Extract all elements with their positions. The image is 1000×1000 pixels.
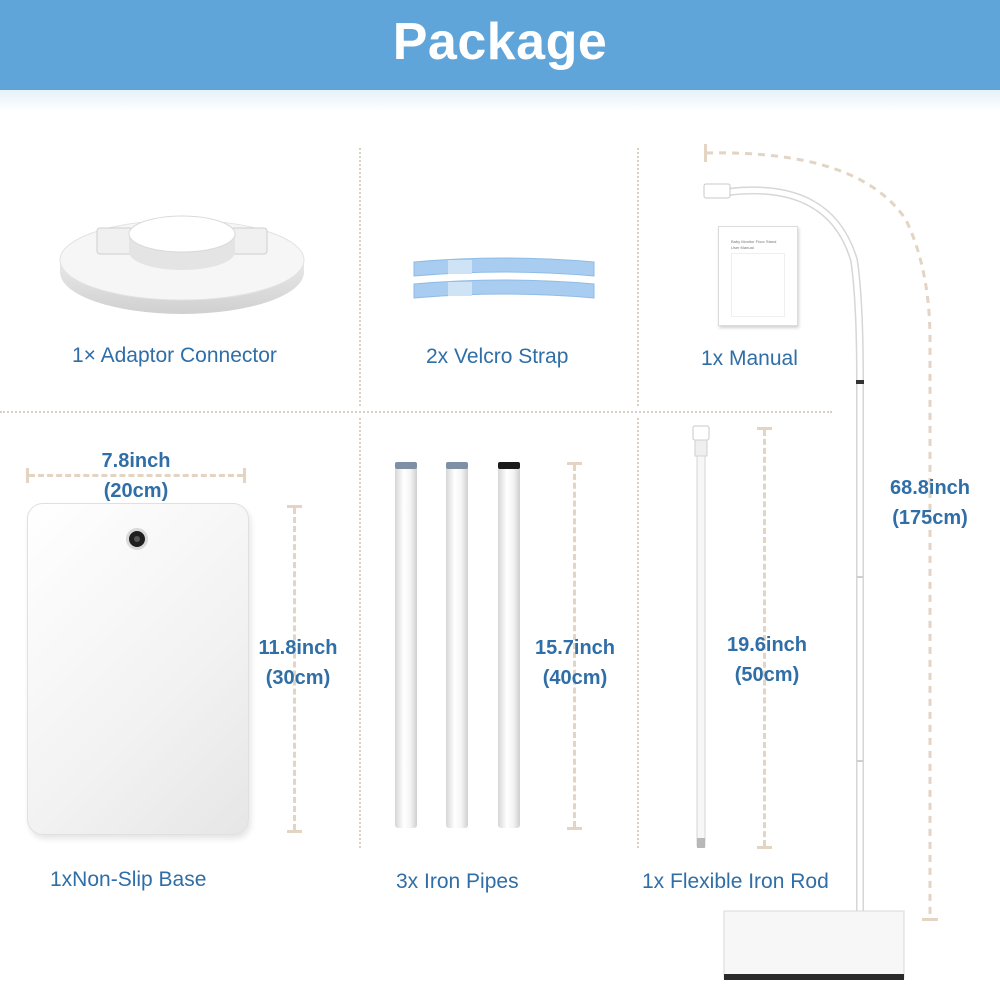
divider-horizontal (0, 411, 832, 413)
header-fade (0, 90, 1000, 112)
stand-height-cm: (175cm) (892, 507, 968, 529)
rod-length-cm: (50cm) (734, 664, 800, 686)
base-height-dimension: 11.8inch (30cm) (238, 633, 358, 693)
base-height-measure-line (287, 505, 302, 833)
base-width-cm: (20cm) (103, 480, 169, 502)
assembled-stand-image (690, 140, 990, 990)
divider-vertical-bottom-2 (637, 418, 639, 848)
velcro-strap-label: 2x Velcro Strap (426, 345, 569, 368)
manual-booklet: Baby Monitor Floor Stand User Manual (718, 226, 798, 326)
stand-height-inch: 68.8inch (889, 477, 971, 499)
flexible-rod-label: 1x Flexible Iron Rod (642, 870, 829, 893)
pipe-length-measure-line (567, 462, 582, 830)
iron-pipes-label: 3x Iron Pipes (396, 870, 519, 893)
non-slip-base-image (27, 503, 249, 835)
rod-length-measure-line (757, 427, 772, 849)
base-height-cm: (30cm) (265, 667, 331, 689)
divider-vertical-bottom-1 (359, 418, 361, 848)
flexible-rod-image (688, 424, 714, 852)
iron-pipe-1 (395, 462, 417, 828)
non-slip-base-label: 1xNon-Slip Base (50, 868, 207, 891)
iron-pipe-3 (498, 462, 520, 828)
header-banner: Package (0, 0, 1000, 90)
rod-length-dimension: 19.6inch (50cm) (707, 630, 827, 690)
manual-label: 1x Manual (701, 347, 798, 370)
pipe-length-inch: 15.7inch (534, 637, 616, 659)
base-mount-knob (126, 528, 148, 550)
manual-diagram (731, 253, 785, 317)
stand-height-dimension: 68.8inch (175cm) (875, 473, 985, 533)
pipe-length-cm: (40cm) (542, 667, 608, 689)
base-width-inch: 7.8inch (101, 450, 171, 472)
manual-booklet-title: Baby Monitor Floor Stand (731, 239, 777, 244)
manual-booklet-subtitle: User Manual (731, 245, 754, 250)
page-title: Package (392, 13, 608, 71)
base-height-inch: 11.8inch (258, 637, 338, 659)
adaptor-connector-image (55, 212, 310, 317)
divider-vertical-top-2 (637, 148, 639, 406)
adaptor-connector-label: 1× Adaptor Connector (72, 344, 277, 367)
velcro-strap-image (408, 256, 600, 306)
base-width-dimension: 7.8inch (20cm) (56, 446, 216, 506)
iron-pipe-2 (446, 462, 468, 828)
pipe-length-dimension: 15.7inch (40cm) (515, 633, 635, 693)
rod-length-inch: 19.6inch (726, 634, 808, 656)
base-width-measure-line (26, 468, 246, 483)
divider-vertical-top-1 (359, 148, 361, 406)
